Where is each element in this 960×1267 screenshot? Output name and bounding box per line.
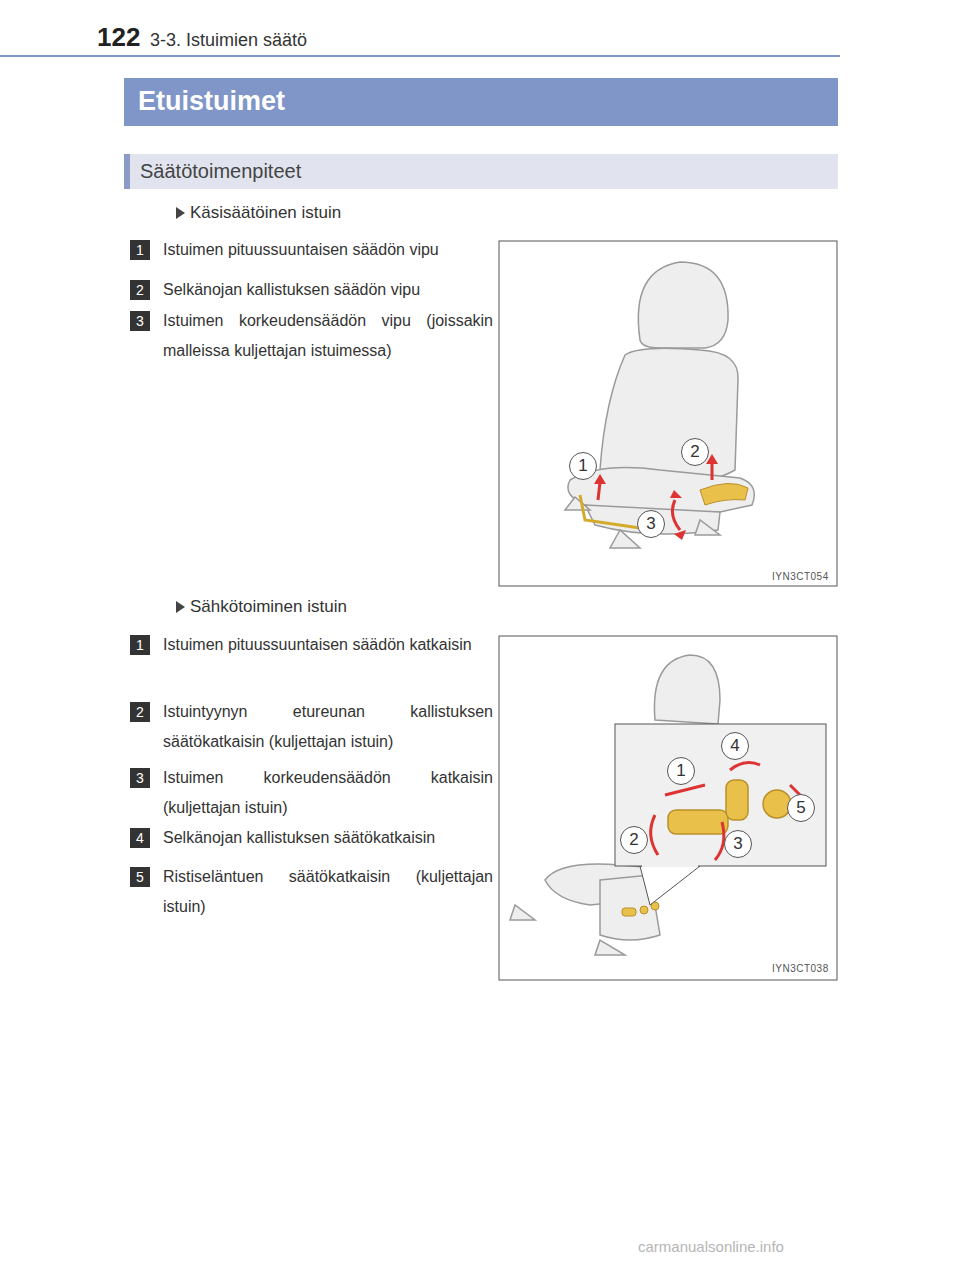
callout-number: 4 <box>721 732 749 760</box>
callout-number: 2 <box>681 438 709 466</box>
section-heading: Säätötoimenpiteet <box>130 154 838 183</box>
list-item: Istuintyynyn etureunan kallistuksen säät… <box>163 697 493 757</box>
callout-number: 2 <box>620 826 648 854</box>
title-band: Etuistuimet <box>124 78 838 126</box>
list-item: Selkänojan kallistuksen säädön vipu <box>163 275 493 305</box>
callout-number: 3 <box>130 768 150 788</box>
section-band: Säätötoimenpiteet <box>124 154 838 189</box>
callout-number: 3 <box>637 510 665 538</box>
figure-code: IYN3CT054 <box>772 571 829 582</box>
page-number: 122 <box>97 22 140 53</box>
subheading: Sähkötoiminen istuin <box>190 597 347 617</box>
page-title: Etuistuimet <box>124 78 838 117</box>
callout-number: 1 <box>569 452 597 480</box>
callout-number: 1 <box>667 757 695 785</box>
callout-number: 2 <box>130 280 150 300</box>
list-item: Selkänojan kallistuksen säätökatkaisin <box>163 823 493 853</box>
list-item: Istuimen pituussuuntaisen säädön vipu <box>163 235 493 265</box>
list-item: Istuimen pituussuuntaisen säädön katkais… <box>163 630 493 660</box>
list-item: Ristiseläntuen säätökatkaisin (kuljettaj… <box>163 862 493 922</box>
list-item: Istuimen korkeudensäädön katkaisin (kulj… <box>163 763 493 823</box>
figure-code: IYN3CT038 <box>772 963 829 974</box>
callout-number: 3 <box>130 311 150 331</box>
callout-number: 1 <box>130 240 150 260</box>
callout-number: 3 <box>724 830 752 858</box>
watermark: carmanualsonline.info <box>638 1238 784 1255</box>
callout-number: 5 <box>787 794 815 822</box>
chapter-header: 3-3. Istuimien säätö <box>150 30 307 51</box>
callout-number: 4 <box>130 828 150 848</box>
list-item: Istuimen korkeudensäädön vipu (joissakin… <box>163 306 493 366</box>
callout-number: 5 <box>130 867 150 887</box>
callout-number: 2 <box>130 702 150 722</box>
callout-number: 1 <box>130 635 150 655</box>
subheading: Käsisäätöinen istuin <box>190 203 341 223</box>
